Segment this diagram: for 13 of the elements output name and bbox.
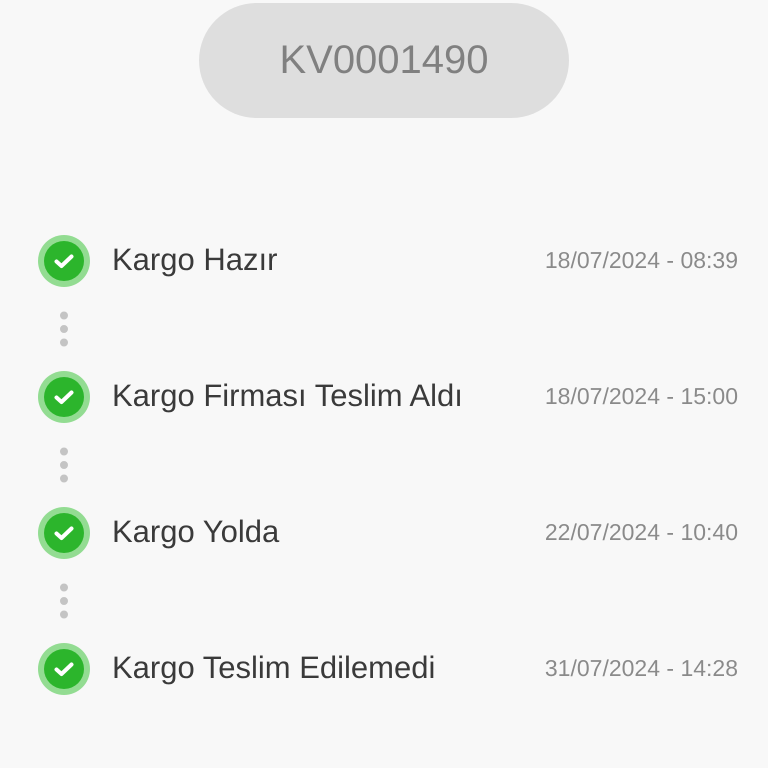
tracking-number-pill: KV0001490 — [199, 3, 569, 118]
check-circle-icon — [38, 507, 90, 559]
check-circle-icon — [38, 643, 90, 695]
status-text: Kargo Teslim Edilemedi — [112, 649, 436, 687]
check-circle-icon — [38, 235, 90, 287]
timestamp: 18/07/2024 - 08:39 — [544, 246, 738, 274]
timestamp: 31/07/2024 - 14:28 — [544, 654, 738, 682]
status-text: Kargo Hazır — [112, 241, 278, 279]
status-text: Kargo Firması Teslim Aldı — [112, 377, 463, 415]
timestamp: 22/07/2024 - 10:40 — [544, 518, 738, 546]
timestamp: 18/07/2024 - 15:00 — [544, 382, 738, 410]
check-circle-icon — [38, 371, 90, 423]
status-text: Kargo Yolda — [112, 513, 280, 551]
